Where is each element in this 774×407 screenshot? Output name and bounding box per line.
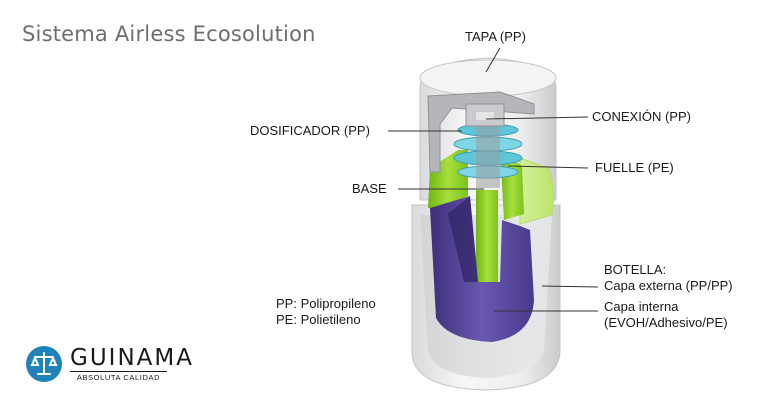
page-title: Sistema Airless Ecosolution (22, 22, 316, 46)
legend-pp: PP: Polipropileno (276, 296, 376, 311)
dispenser-part (427, 91, 535, 173)
logo-wordmark: GUINAMA (70, 345, 194, 371)
bellows-part (453, 118, 523, 188)
leader-capa-externa (541, 285, 599, 288)
label-tapa: TAPA (PP) (465, 29, 526, 44)
abbreviation-legend: PP: Polipropileno PE: Polietileno (276, 296, 376, 328)
label-capa-interna-detail: (EVOH/Adhesivo/PE) (604, 315, 728, 330)
label-fuelle: FUELLE (PE) (595, 160, 674, 175)
label-capa-externa: Capa externa (PP/PP) (604, 278, 733, 293)
label-base: BASE (352, 181, 387, 196)
label-capa-interna: Capa interna (604, 299, 679, 314)
label-botella: BOTELLA: (604, 262, 667, 277)
base-collar-right (519, 157, 554, 225)
logo-tagline: ABSOLUTA CALIDAD (70, 371, 167, 382)
leader-tapa (485, 47, 501, 73)
leader-fuelle (507, 165, 589, 169)
legend-pe: PE: Polietileno (276, 312, 361, 327)
leader-conexion (485, 116, 589, 120)
inner-bag (430, 196, 534, 342)
label-dosificador: DOSIFICADOR (PP) (250, 123, 370, 138)
label-conexion: CONEXIÓN (PP) (592, 109, 691, 124)
guinama-logo-icon (26, 346, 62, 382)
